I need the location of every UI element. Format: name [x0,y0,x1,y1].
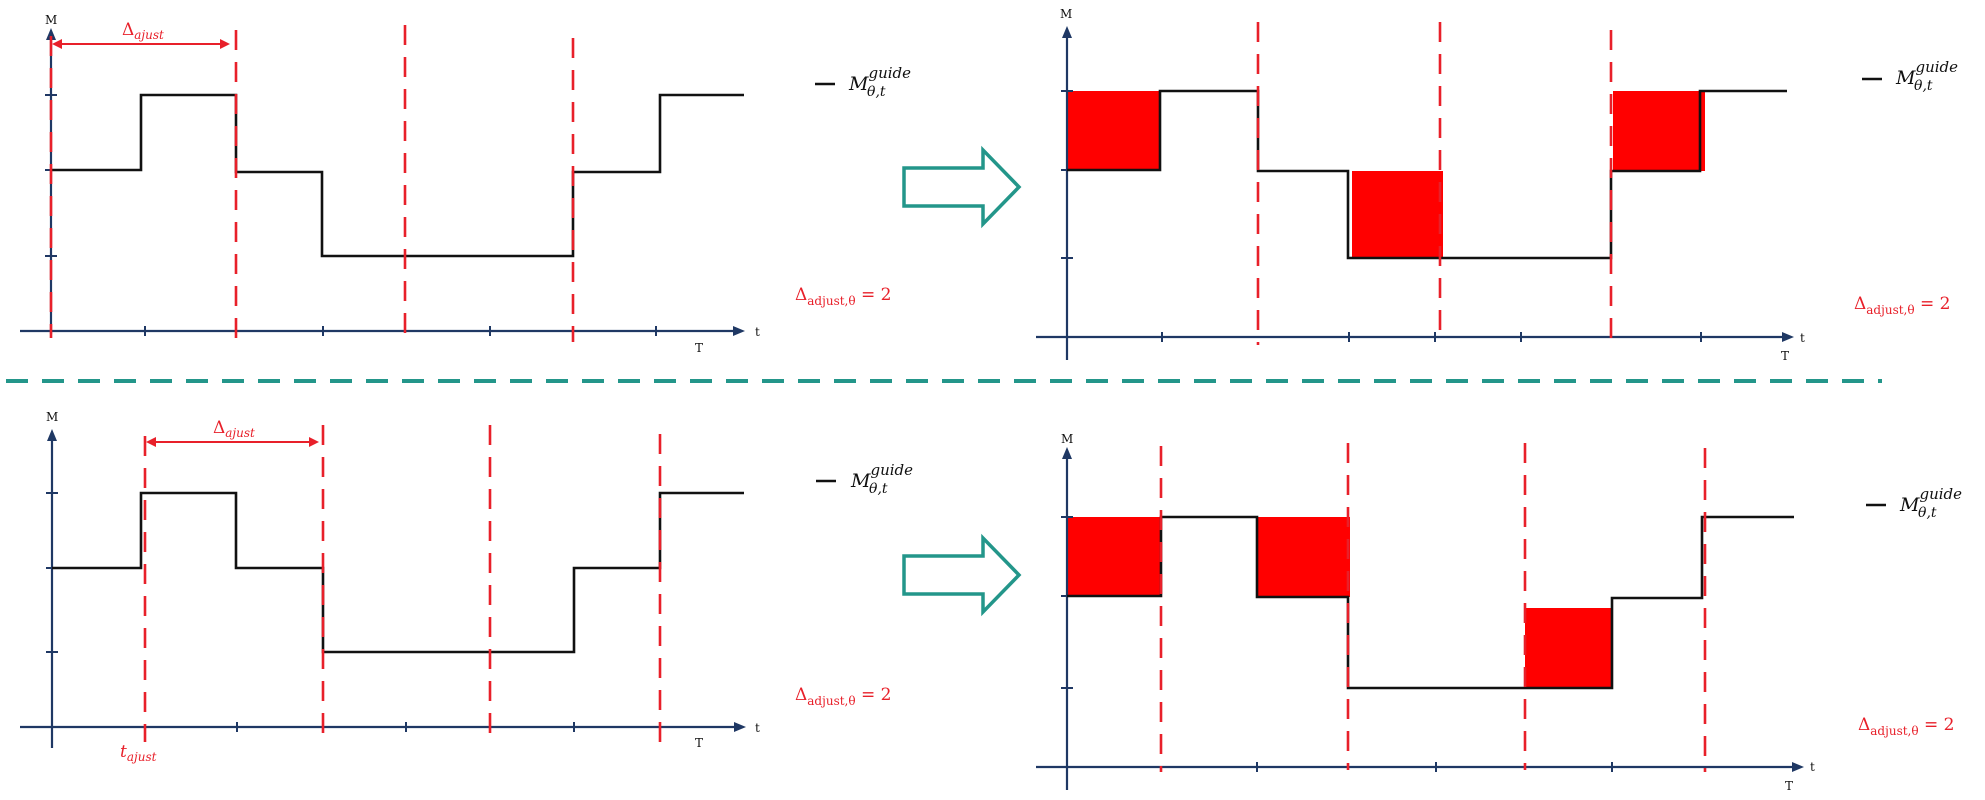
x-axis-sub-label: T [1785,779,1793,793]
transform-arrow-icon [902,145,1022,229]
x-axis-arrowhead [733,326,745,336]
guide-signal [52,491,744,654]
delta-arrowhead-left [52,39,62,49]
y-axis-label: M [1061,432,1073,446]
adjust-region [1352,171,1443,258]
y-axis-arrowhead [1062,26,1072,38]
x-axis-sub-label: T [1781,349,1789,363]
param-label: Δadjust,θ = 2 [795,685,891,708]
y-axis-label: M [45,13,57,27]
x-axis-label: t [1810,760,1815,774]
x-axis-label: t [755,325,760,339]
param-label: Δadjust,θ = 2 [1858,715,1954,738]
delta-arrowhead-left [146,437,156,447]
x-axis-arrowhead [734,722,746,732]
x-axis-arrowhead [1782,332,1794,342]
delta-arrowhead-right [220,39,230,49]
adjust-region [1257,517,1350,597]
delta-ajust-label: Δajust [122,20,164,42]
adjust-region [1067,91,1161,170]
adjust-region [1525,608,1613,689]
guide-signal [1067,515,1794,690]
y-axis-arrowhead [46,28,56,40]
y-axis-label: M [1060,7,1072,21]
adjust-region [1067,517,1161,597]
delta-arrowhead-right [309,437,319,447]
x-axis-sub-label: T [695,736,703,750]
x-axis-sub-label: T [695,341,703,355]
param-label: Δadjust,θ = 2 [795,285,891,308]
x-axis-label: t [1800,331,1805,345]
x-axis-arrowhead [1792,762,1804,772]
param-label: Δadjust,θ = 2 [1854,294,1950,317]
guide-signal [1067,89,1787,260]
t-ajust-label: tajust [120,742,157,764]
y-axis-arrowhead [47,429,57,441]
guide-signal [51,93,744,258]
y-axis-label: M [46,410,58,424]
transform-arrow-icon [902,533,1022,617]
x-axis-label: t [755,721,760,735]
adjust-region [1613,91,1705,171]
y-axis-arrowhead [1062,447,1072,459]
delta-ajust-label: Δajust [213,418,255,440]
